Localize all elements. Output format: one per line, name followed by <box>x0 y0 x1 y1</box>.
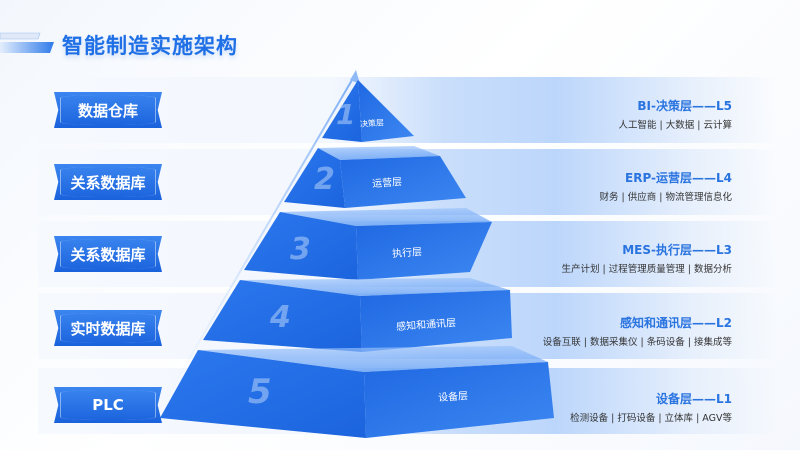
right-info-l2: 感知和通讯层——L2 设备互联 | 数据采集仪 | 条码设备 | 接集成等 <box>543 314 732 348</box>
layer-number-2: 2 <box>314 162 335 197</box>
layer-name-2: 运营层 <box>371 176 403 191</box>
left-label-realtime-db: 实时数据库 <box>54 310 162 346</box>
left-label-relational-db-1: 关系数据库 <box>54 164 162 200</box>
right-info-title: MES-执行层——L3 <box>622 243 732 257</box>
title-decoration-icon <box>0 32 54 53</box>
layer-number-3: 3 <box>290 232 311 267</box>
layer-name-5: 设备层 <box>437 390 469 405</box>
right-info-subtitle: 检测设备 | 打码设备 | 立体库 | AGV等 <box>570 413 732 424</box>
right-info-l5: BI-决策层——L5 人工智能 | 大数据 | 云计算 <box>619 97 732 131</box>
right-info-l4: ERP-运营层——L4 财务 | 供应商 | 物流管理信息化 <box>600 169 732 203</box>
right-info-title: 设备层——L1 <box>656 392 732 406</box>
page-title: 智能制造实施架构 <box>62 34 238 58</box>
right-info-subtitle: 设备互联 | 数据采集仪 | 条码设备 | 接集成等 <box>542 337 732 348</box>
right-info-subtitle: 生产计划 | 过程管理质量管理 | 数据分析 <box>561 264 732 275</box>
left-label-plc: PLC <box>54 387 162 423</box>
right-info-title: ERP-运营层——L4 <box>625 171 732 185</box>
right-info-subtitle: 财务 | 供应商 | 物流管理信息化 <box>599 192 732 203</box>
layer-number-1: 1 <box>336 98 356 131</box>
right-info-l3: MES-执行层——L3 生产计划 | 过程管理质量管理 | 数据分析 <box>562 241 732 275</box>
layer-name-1: 决策层 <box>359 118 385 129</box>
layer-name-3: 执行层 <box>391 246 423 261</box>
layer-number-4: 4 <box>270 300 291 335</box>
left-label-relational-db-2: 关系数据库 <box>54 236 162 272</box>
right-info-subtitle: 人工智能 | 大数据 | 云计算 <box>618 120 732 131</box>
right-info-title: BI-决策层——L5 <box>637 99 732 113</box>
right-info-title: 感知和通讯层——L2 <box>620 316 732 330</box>
layer-number-5: 5 <box>248 372 272 412</box>
right-info-l1: 设备层——L1 检测设备 | 打码设备 | 立体库 | AGV等 <box>570 390 732 424</box>
left-label-data-warehouse: 数据仓库 <box>54 92 162 128</box>
